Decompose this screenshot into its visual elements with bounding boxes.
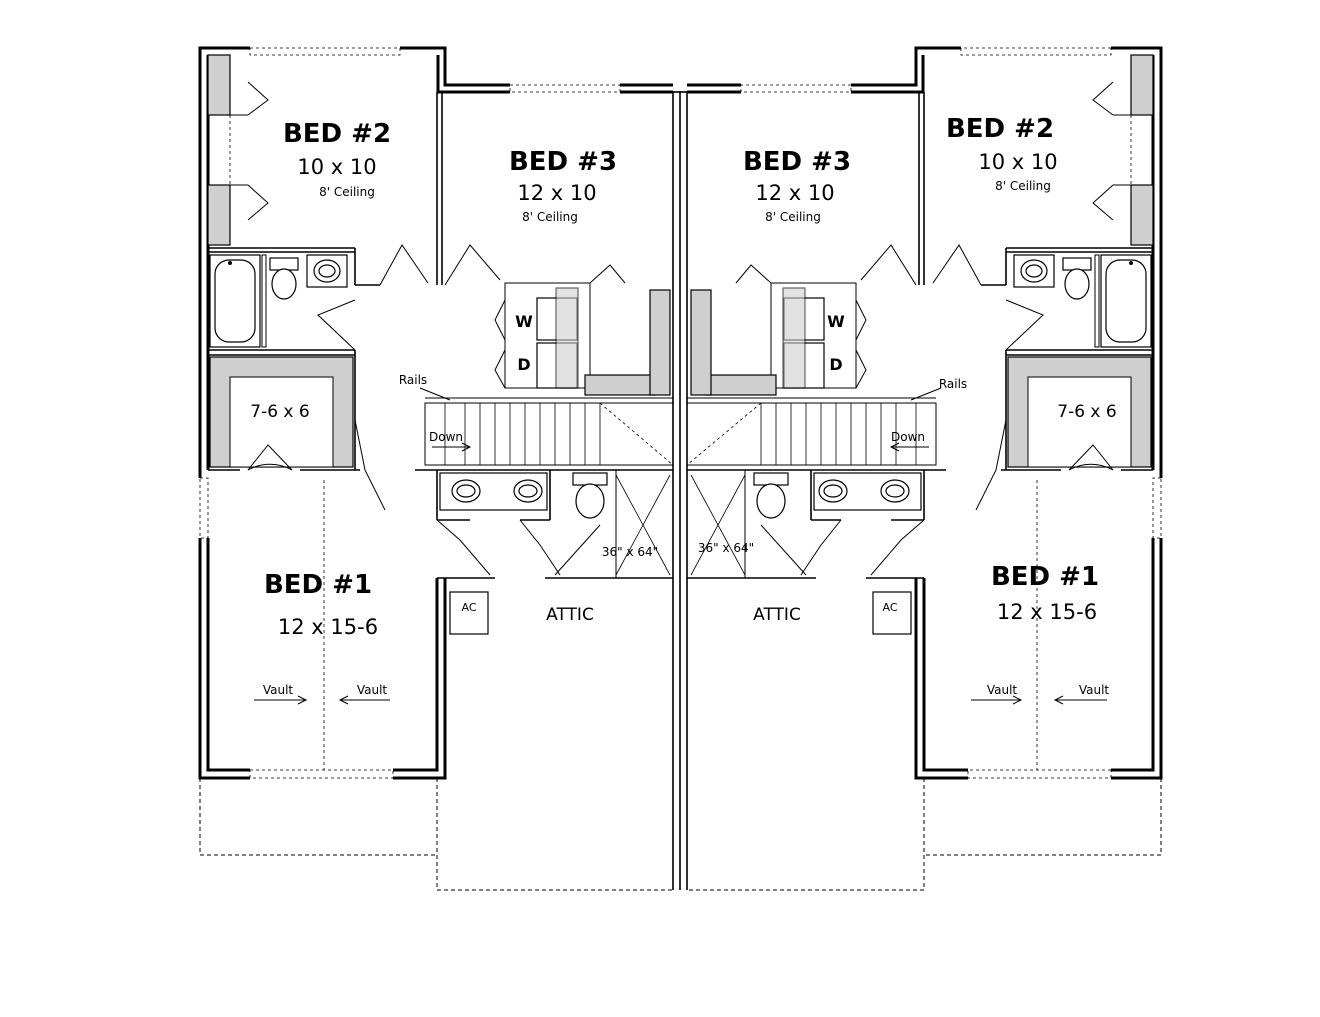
vault-arrows [971, 695, 1107, 705]
interior-walls [687, 92, 1153, 579]
vault-right-label: Vault [1079, 683, 1110, 697]
dryer-label: D [517, 355, 530, 374]
down-label: Down [429, 430, 463, 444]
laundry [735, 264, 867, 389]
attic-label: ATTIC [546, 605, 594, 625]
right-unit [686, 46, 1163, 891]
dryer-label: D [829, 355, 842, 374]
vault-right-label: Vault [357, 683, 388, 697]
shower-size: 36" x 64" [698, 541, 754, 555]
bathroom [1013, 254, 1152, 348]
hall-bath [690, 472, 922, 576]
bed3-size: 12 x 10 [517, 181, 596, 205]
left-labels: BED #2 10 x 10 8' Ceiling BED #3 12 x 10… [250, 119, 658, 697]
stairs [686, 387, 942, 466]
stair-shaft [584, 289, 671, 396]
attic-label: ATTIC [753, 605, 801, 625]
bed2-ceiling: 8' Ceiling [995, 179, 1051, 193]
interior-walls [208, 92, 673, 579]
down-label: Down [891, 430, 925, 444]
hall-bath [439, 472, 671, 576]
windows [199, 47, 621, 779]
bed2-ceiling: 8' Ceiling [319, 185, 375, 199]
bed3-title: BED #3 [509, 147, 617, 177]
bed1-size: 12 x 15-6 [278, 615, 378, 639]
bed2-size: 10 x 10 [978, 150, 1057, 174]
exterior-walls [198, 46, 673, 780]
left-unit: BED #2 10 x 10 8' Ceiling BED #3 12 x 10… [198, 46, 674, 891]
bed3-ceiling: 8' Ceiling [765, 210, 821, 224]
closet-size: 7-6 x 6 [1057, 402, 1116, 422]
bed2-closet [1092, 54, 1154, 246]
vault-left-label: Vault [987, 683, 1018, 697]
laundry [494, 264, 626, 389]
lower-outline [687, 778, 1162, 891]
ac-label: AC [461, 601, 476, 614]
ac-unit [449, 591, 489, 635]
bed2-closet [207, 54, 269, 246]
rails-label: Rails [399, 373, 427, 387]
bed1-size: 12 x 15-6 [997, 600, 1097, 624]
bed1-title: BED #1 [264, 570, 372, 600]
vault-arrows [254, 695, 390, 705]
bed1-title: BED #1 [991, 562, 1099, 592]
bed3-ceiling: 8' Ceiling [522, 210, 578, 224]
lower-outline [199, 778, 673, 891]
rails-label: Rails [939, 377, 967, 391]
walk-in-closet [209, 356, 354, 471]
shower-size: 36" x 64" [602, 545, 658, 559]
bed2-title: BED #2 [946, 114, 1054, 144]
bed2-title: BED #2 [283, 119, 391, 149]
party-wall [672, 91, 688, 890]
walk-in-closet [1007, 356, 1152, 471]
ac-unit [872, 591, 912, 635]
windows [740, 47, 1162, 779]
bed3-size: 12 x 10 [755, 181, 834, 205]
hall-doors [800, 244, 1044, 576]
stairs [419, 387, 674, 466]
washer-label: W [515, 312, 533, 331]
washer-label: W [827, 312, 845, 331]
closet-size: 7-6 x 6 [250, 402, 309, 422]
vault-left-label: Vault [263, 683, 294, 697]
right-labels: BED #2 10 x 10 8' Ceiling BED #3 12 x 10… [698, 114, 1117, 697]
bed3-title: BED #3 [743, 147, 851, 177]
exterior-walls [687, 46, 1163, 780]
ac-label: AC [882, 601, 897, 614]
bathroom [209, 254, 348, 348]
stair-shaft [690, 289, 777, 396]
bed2-size: 10 x 10 [297, 155, 376, 179]
hall-doors [317, 244, 561, 576]
